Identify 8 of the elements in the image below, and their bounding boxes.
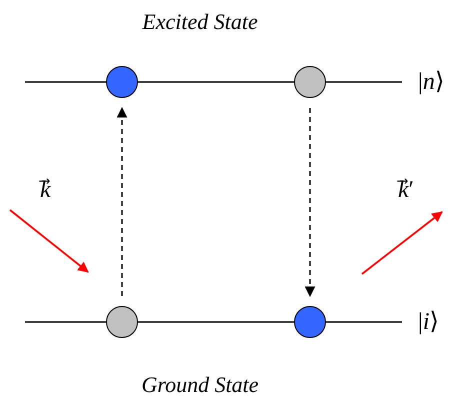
wave-vector-label: k⃗′ xyxy=(398,178,414,202)
ket-label: |i⟩ xyxy=(418,310,438,334)
wave-vector-label: k⃗ xyxy=(40,178,51,202)
transition-arrow xyxy=(304,108,316,298)
state-label: Excited State xyxy=(142,11,258,33)
transition-arrow xyxy=(116,106,128,296)
ket-label: |n⟩ xyxy=(418,70,444,94)
state-label: Ground State xyxy=(141,374,259,396)
